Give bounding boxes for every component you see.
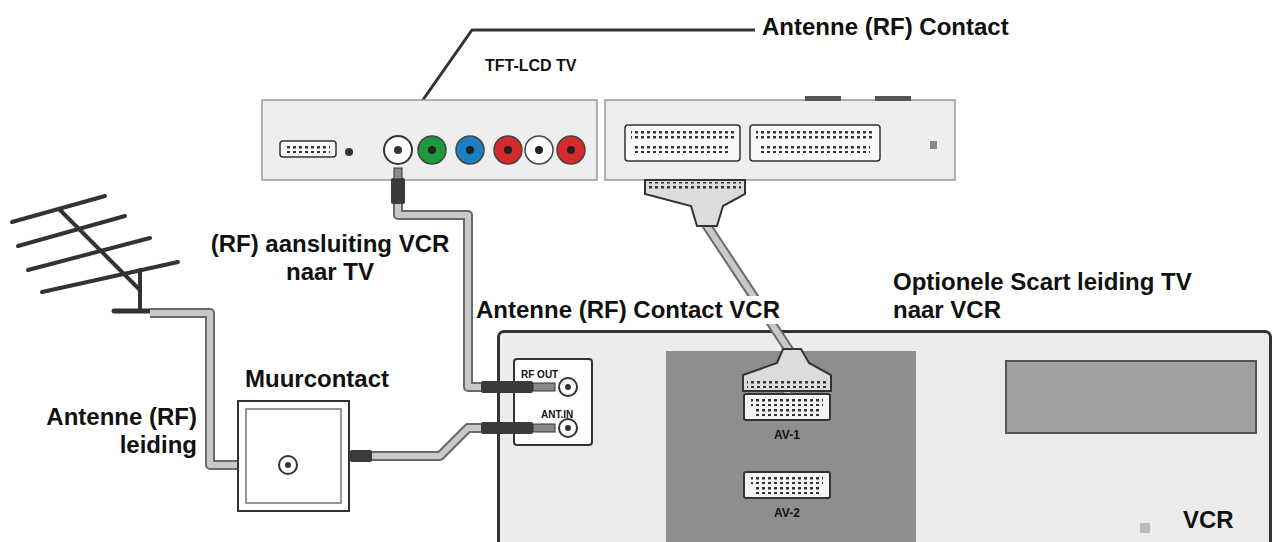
cable-outline (398, 180, 513, 387)
scart-pins (635, 145, 730, 153)
antenna-symbol (12, 196, 178, 311)
callout-label: Antenne (RF) leiding (0, 403, 197, 459)
scart-socket: AV-2 (743, 471, 831, 499)
slot (875, 96, 911, 101)
vga-pins (286, 145, 330, 153)
text-holder: RF OUT (521, 364, 558, 382)
callout-label: Antenne (RF) Contact VCR (474, 296, 782, 324)
node-label: AV-1 (774, 428, 800, 442)
jack (345, 148, 353, 156)
rca-jack (418, 136, 446, 164)
jack-pin (285, 462, 291, 468)
coax-socket (279, 456, 297, 474)
text-holder: Optionele Scart leiding TV naar VCR (893, 268, 1213, 324)
tape-door (1006, 361, 1256, 433)
line-shape (60, 210, 140, 290)
rf-jack (559, 419, 577, 437)
rca-jack (557, 136, 585, 164)
rca-jack (494, 136, 522, 164)
callout-label: (RF) aansluiting VCR naar TV (210, 230, 450, 286)
node-label: ANT.IN (541, 409, 573, 420)
scart-pins (649, 182, 741, 189)
jack-pin (535, 146, 543, 154)
text-holder: (RF) aansluiting VCR naar TV (210, 230, 450, 286)
wall-socket: Muurcontact (237, 400, 350, 512)
text-holder: TFT-LCD TV (485, 57, 577, 76)
scart-plug (645, 180, 745, 226)
foot (1140, 523, 1150, 533)
jack-pin (565, 384, 571, 390)
text-holder: ANT.IN (541, 404, 573, 422)
tv-back-panel: TFT-LCD TV (262, 55, 955, 180)
node-label: TFT-LCD TV (485, 57, 577, 74)
text-holder: Antenne (RF) leiding (0, 403, 197, 459)
line-shape (28, 238, 150, 270)
cable-connector (350, 422, 555, 462)
node-drawing (743, 471, 831, 499)
scart-socket: AV-1 (743, 393, 831, 421)
scart-socket (625, 125, 740, 161)
button (930, 141, 937, 149)
tv-panel (262, 100, 597, 180)
scart-pins (755, 487, 819, 494)
text-holder: Muurcontact (245, 365, 389, 393)
cable-connector (391, 168, 555, 393)
rf-plug (481, 381, 533, 393)
rf-jack (559, 378, 577, 396)
jack-pin (394, 146, 402, 154)
scart-pins (755, 409, 819, 416)
node-drawing (262, 55, 955, 180)
scart-plug (743, 349, 831, 391)
rca-jack (456, 136, 484, 164)
callout-label: Optionele Scart leiding TV naar VCR (893, 268, 1213, 324)
rf-jack (384, 136, 412, 164)
vcr-body: VCR RF OUT ANT.IN AV-1AV-2 (497, 330, 1272, 542)
scart-pins (631, 131, 734, 139)
text-holder: AV-1 (745, 425, 829, 443)
scart-pins (747, 381, 827, 388)
node-label: Muurcontact (245, 365, 389, 392)
rf-plug (391, 178, 405, 204)
jack-pin (466, 146, 474, 154)
vga-port (280, 141, 336, 157)
text-holder: AV-2 (745, 503, 829, 521)
rf-plug-tip (533, 424, 555, 432)
inner-frame (246, 409, 341, 503)
jack-pin (504, 146, 512, 154)
scart-pins (756, 131, 874, 139)
node-label: VCR (1183, 506, 1234, 533)
node-drawing (500, 333, 1275, 542)
scart-pins (751, 477, 823, 484)
scart-pins (751, 399, 823, 406)
node-label: AV-2 (774, 506, 800, 520)
jack-pin (565, 425, 571, 431)
jack-pin (428, 146, 436, 154)
node-drawing (743, 393, 831, 421)
cable-connector (645, 180, 831, 393)
rf-plug (481, 422, 533, 434)
scart-socket (750, 125, 880, 161)
slot (805, 96, 841, 101)
node-drawing (237, 400, 350, 512)
node-label: RF OUT (521, 369, 558, 380)
text-holder: Antenne (RF) Contact (762, 13, 1009, 41)
line-shape (42, 262, 178, 292)
jack-pin (567, 146, 575, 154)
line-shape (138, 270, 142, 310)
callout-label: Antenne (RF) Contact (762, 13, 1009, 41)
rca-jack (525, 136, 553, 164)
cable-core (398, 180, 513, 387)
tv-panel (605, 100, 955, 180)
rf-plug (350, 450, 372, 462)
text-holder: VCR (1183, 506, 1234, 534)
rf-plug-tip (394, 168, 402, 179)
rf-plug-tip (533, 383, 555, 391)
scart-pins (760, 145, 870, 153)
text-holder: Antenne (RF) Contact VCR (474, 296, 782, 324)
